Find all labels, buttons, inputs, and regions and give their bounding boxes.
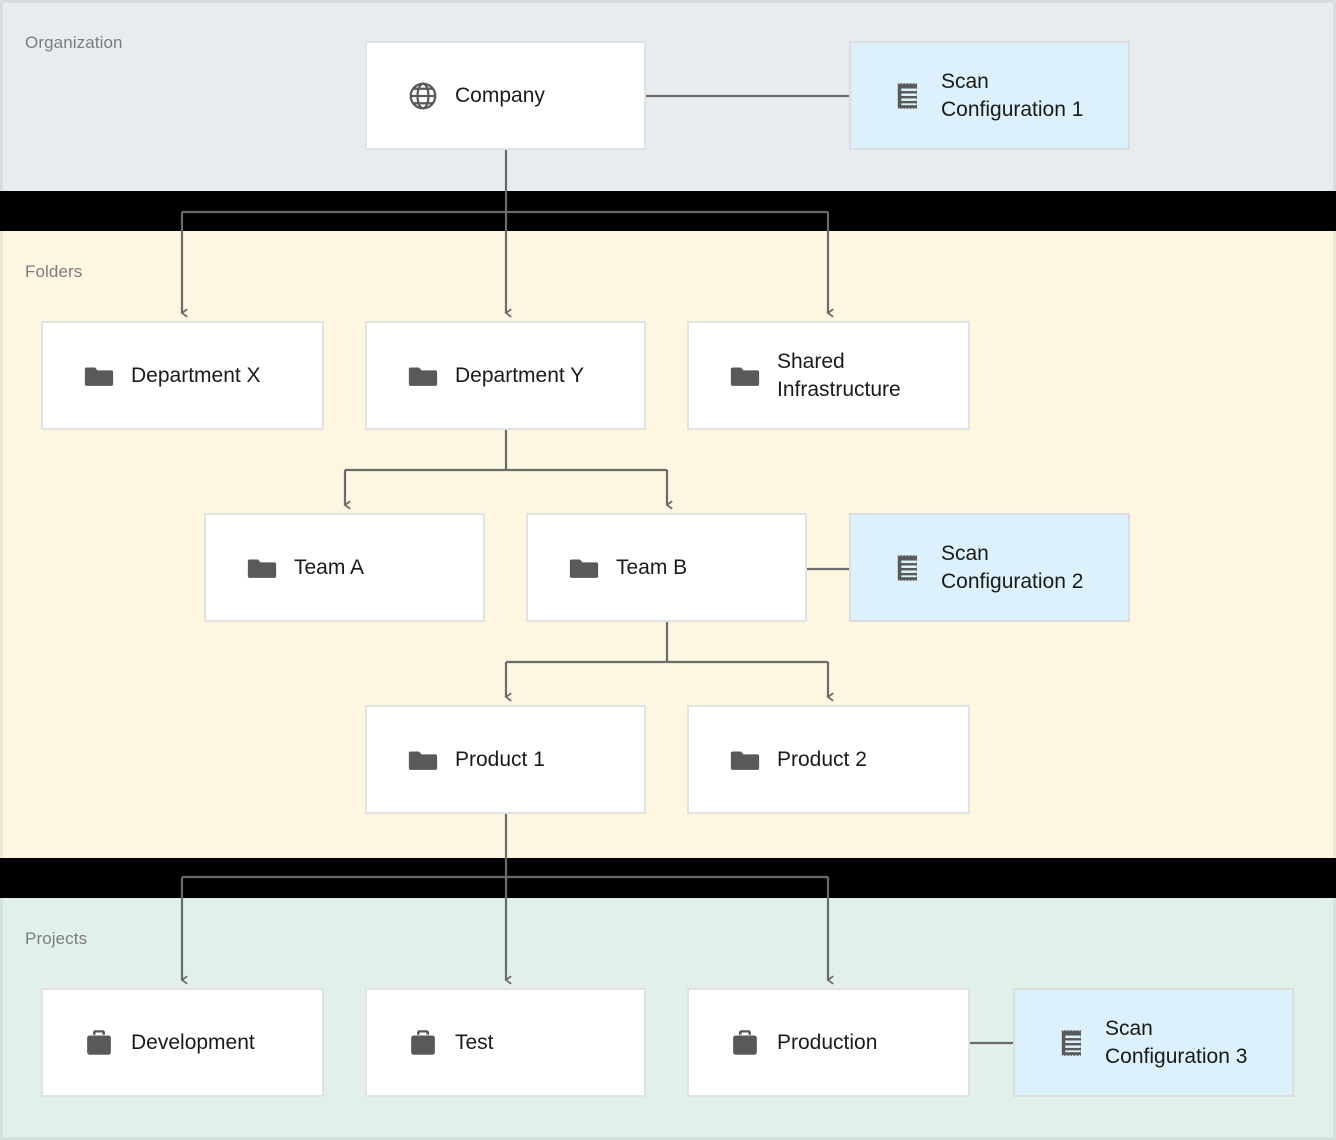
node-product-2[interactable]: Product 2 [687, 705, 970, 814]
node-label: Shared Infrastructure [777, 349, 901, 401]
folder-icon [246, 552, 278, 584]
globe-icon [407, 80, 439, 112]
node-label: Department X [131, 363, 261, 387]
folder-icon [729, 360, 761, 392]
node-label: Scan Configuration 3 [1105, 1016, 1248, 1068]
section-label-folders: Folders [25, 262, 83, 281]
node-label: Department Y [455, 363, 585, 387]
node-scan-configuration-1[interactable]: Scan Configuration 1 [849, 41, 1130, 150]
node-company[interactable]: Company [365, 41, 646, 150]
node-shared-infrastructure[interactable]: Shared Infrastructure [687, 321, 970, 430]
node-label: Scan Configuration 2 [941, 541, 1084, 593]
node-department-y[interactable]: Department Y [365, 321, 646, 430]
section-label-organization: Organization [25, 33, 123, 52]
folder-icon [568, 552, 600, 584]
node-label: Test [455, 1030, 494, 1054]
node-team-b[interactable]: Team B [526, 513, 807, 622]
node-scan-configuration-2[interactable]: Scan Configuration 2 [849, 513, 1130, 622]
node-label: Team B [616, 555, 688, 579]
section-label-projects: Projects [25, 929, 88, 948]
scan-config-icon [1057, 1027, 1089, 1059]
node-test[interactable]: Test [365, 988, 646, 1097]
node-label: Production [777, 1030, 878, 1054]
node-label: Team A [294, 555, 365, 579]
node-label: Development [131, 1030, 255, 1054]
folder-icon [83, 360, 115, 392]
node-department-x[interactable]: Department X [41, 321, 324, 430]
scan-config-icon [893, 552, 925, 584]
scan-config-icon [893, 80, 925, 112]
node-product-1[interactable]: Product 1 [365, 705, 646, 814]
section-organization: Organization [0, 0, 1336, 191]
briefcase-icon [729, 1027, 761, 1059]
folder-icon [407, 360, 439, 392]
node-team-a[interactable]: Team A [204, 513, 485, 622]
node-production[interactable]: Production [687, 988, 970, 1097]
folder-icon [729, 744, 761, 776]
node-scan-configuration-3[interactable]: Scan Configuration 3 [1013, 988, 1294, 1097]
node-development[interactable]: Development [41, 988, 324, 1097]
folder-icon [407, 744, 439, 776]
node-label: Product 1 [455, 747, 545, 771]
briefcase-icon [83, 1027, 115, 1059]
node-label: Scan Configuration 1 [941, 69, 1084, 121]
node-label: Product 2 [777, 747, 867, 771]
node-label: Company [455, 83, 545, 107]
briefcase-icon [407, 1027, 439, 1059]
